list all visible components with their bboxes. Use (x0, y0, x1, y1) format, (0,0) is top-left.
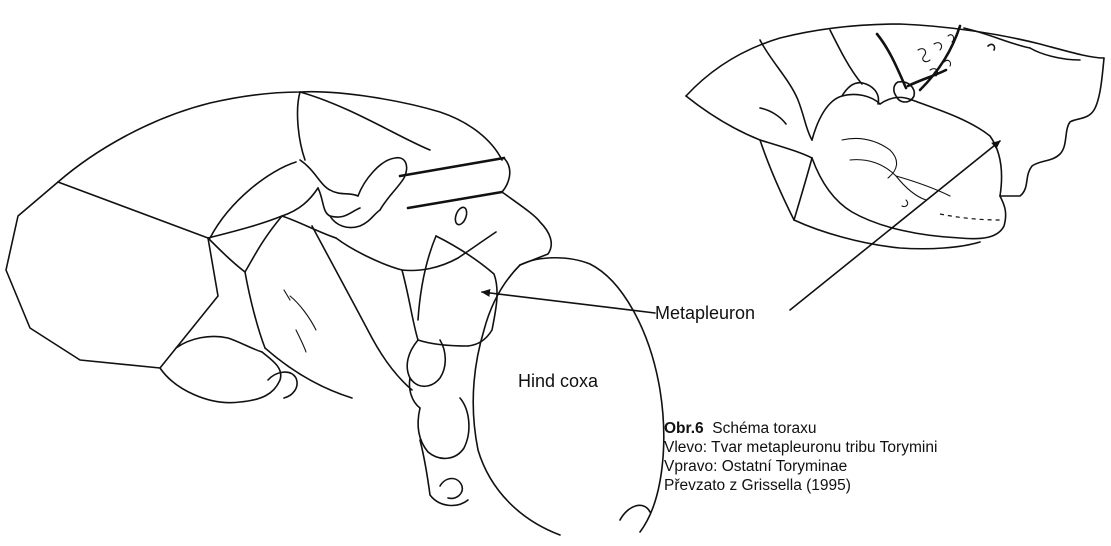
figure-number: Obr.6 (664, 420, 704, 437)
figure-caption: Obr.6 Schéma toraxu Vlevo: Tvar metapleu… (664, 419, 937, 495)
metapleuron-label: Metapleuron (655, 303, 755, 324)
arrow-to-right-metapleuron (790, 141, 1000, 310)
right-thorax-drawing (686, 24, 1104, 249)
caption-right-line: Vpravo: Ostatní Toryminae (664, 457, 937, 476)
caption-title: Schéma toraxu (712, 420, 816, 437)
caption-left-line: Vlevo: Tvar metapleuronu tribu Torymini (664, 438, 937, 457)
caption-source-line: Převzato z Grissella (1995) (664, 476, 937, 495)
left-thorax-drawing (6, 92, 664, 535)
caption-title-line: Obr.6 Schéma toraxu (664, 419, 937, 438)
hind-coxa-label: Hind coxa (518, 371, 598, 392)
